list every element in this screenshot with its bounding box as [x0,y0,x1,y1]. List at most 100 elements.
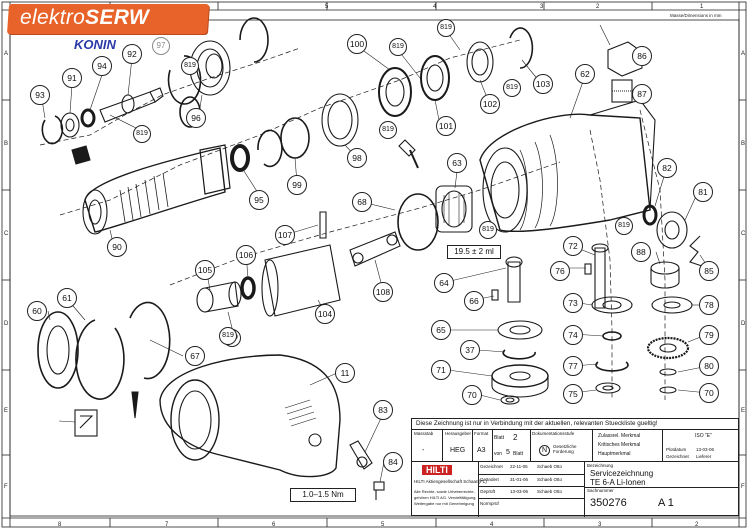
doc-label: Dokumentationsstufe [532,431,575,436]
callout-104: 104 [315,304,335,324]
callout-93: 93 [30,85,50,105]
circlip-93 [41,115,64,145]
col-label: 6 [272,522,276,528]
watermark-badge: 97 [152,37,170,55]
callout-100: 100 [347,34,367,54]
callout-76: 76 [550,261,570,281]
callout-108: 108 [373,282,393,302]
sheet-label: Blatt [494,435,505,441]
callout-61: 61 [57,288,77,308]
frame-labels: 8 7 6 5 4 3 2 5 4 3 2 1 A B C D E F A B … [4,4,746,528]
cap-86 [607,41,643,77]
callout-60: 60 [27,301,47,321]
legal-line-2: gehören HILTI AG. Vervielfältigung, [414,495,477,500]
publisher-label: Herausgeber [445,431,472,436]
part-number-label: Sachnummer [587,488,614,493]
callout-70: 70 [699,383,719,403]
clip-85 [689,235,703,267]
dimensions-note: Masse/Dimensions in mm [670,13,722,18]
bearing-78 [651,296,693,314]
bearing-88 [650,261,680,289]
row-label: C [741,231,746,237]
designation-line-2: TE 6-A Li-Ionen [590,478,646,487]
legal-line-1: Alle Rechte, sowie Urheberrechte, [414,489,475,494]
callout-96: 96 [186,108,206,128]
callout-86: 86 [632,46,652,66]
callout-94: 94 [92,56,112,76]
designation-label: Bezeichnung [587,463,614,468]
circlip-61 [75,319,125,400]
torque-annotation-top: 19.5 ± 2 ml [447,245,501,259]
callout-819: 819 [479,221,497,239]
col-label: 8 [58,522,62,528]
doc-value: N [539,445,550,456]
row-label: E [741,408,745,414]
callout-819: 819 [133,125,151,143]
seal-60 [37,311,79,389]
legend-3: Hauptmerkmal [598,451,631,457]
o-ring-95 [230,144,250,172]
bearing-73 [591,296,633,314]
con-rod-108 [349,231,401,267]
circlip-103 [509,27,534,69]
pin-107 [319,211,327,239]
watermark-subtitle: KONIN [74,37,116,52]
plot-label: Plotdatum [666,447,687,452]
callout-75: 75 [563,384,583,404]
row-label: F [741,484,745,490]
row-label: C [4,231,9,237]
row-label: A [4,51,8,57]
col-label: 4 [433,4,437,10]
callout-62: 62 [575,64,595,84]
col-label: 1 [700,4,704,10]
company-logo: HILTI [422,465,452,475]
o-ring-82 [642,204,658,226]
drawn-by: Schaeb Otto [537,464,563,469]
norm-label: Normprüf [480,501,499,506]
row-label: B [741,141,745,147]
callout-819: 819 [615,217,633,235]
callout-71: 71 [431,360,451,380]
pin-819 [398,139,416,157]
row-label: D [741,321,746,327]
callout-79: 79 [699,325,719,345]
callout-85: 85 [699,261,719,281]
callout-63: 63 [447,153,467,173]
callout-92: 92 [122,44,142,64]
callout-99: 99 [287,175,307,195]
ring-101 [420,55,450,101]
callout-819: 819 [437,19,455,37]
legend-1: Zulassrel. Merkmal [598,433,641,439]
notice-text: Diese Zeichnung ist nur in Verbindung mi… [416,420,658,427]
filter-87 [611,79,633,103]
changed-date: 31-01-06 [510,477,529,482]
callout-88: 88 [631,242,651,262]
checked-label: Geprüft [480,489,496,494]
callout-84: 84 [383,452,403,472]
callout-81: 81 [693,182,713,202]
row-label: E [4,408,8,414]
scale-value: - [422,447,425,454]
callout-78: 78 [699,295,719,315]
callout-819: 819 [379,121,397,139]
of-value: 5 [506,449,510,456]
designation-line-1: Servicezeichnung [590,469,654,478]
row-label: B [4,141,8,147]
circlip-37 [502,349,536,360]
washer-80 [659,368,677,376]
callout-65: 65 [431,320,451,340]
callout-77: 77 [563,356,583,376]
bearing-91 [60,112,80,138]
iso-label: ISO "E" [695,433,712,439]
key-66 [491,289,499,301]
callout-83: 83 [373,400,393,420]
checked-date: 13-03-06 [510,489,529,494]
bearing-63 [435,185,473,233]
col-label: 3 [598,522,602,528]
plot-value: 13-03-06 [696,447,715,452]
col-label: 3 [540,4,544,10]
of-label: von [494,451,503,457]
callout-98: 98 [347,148,367,168]
